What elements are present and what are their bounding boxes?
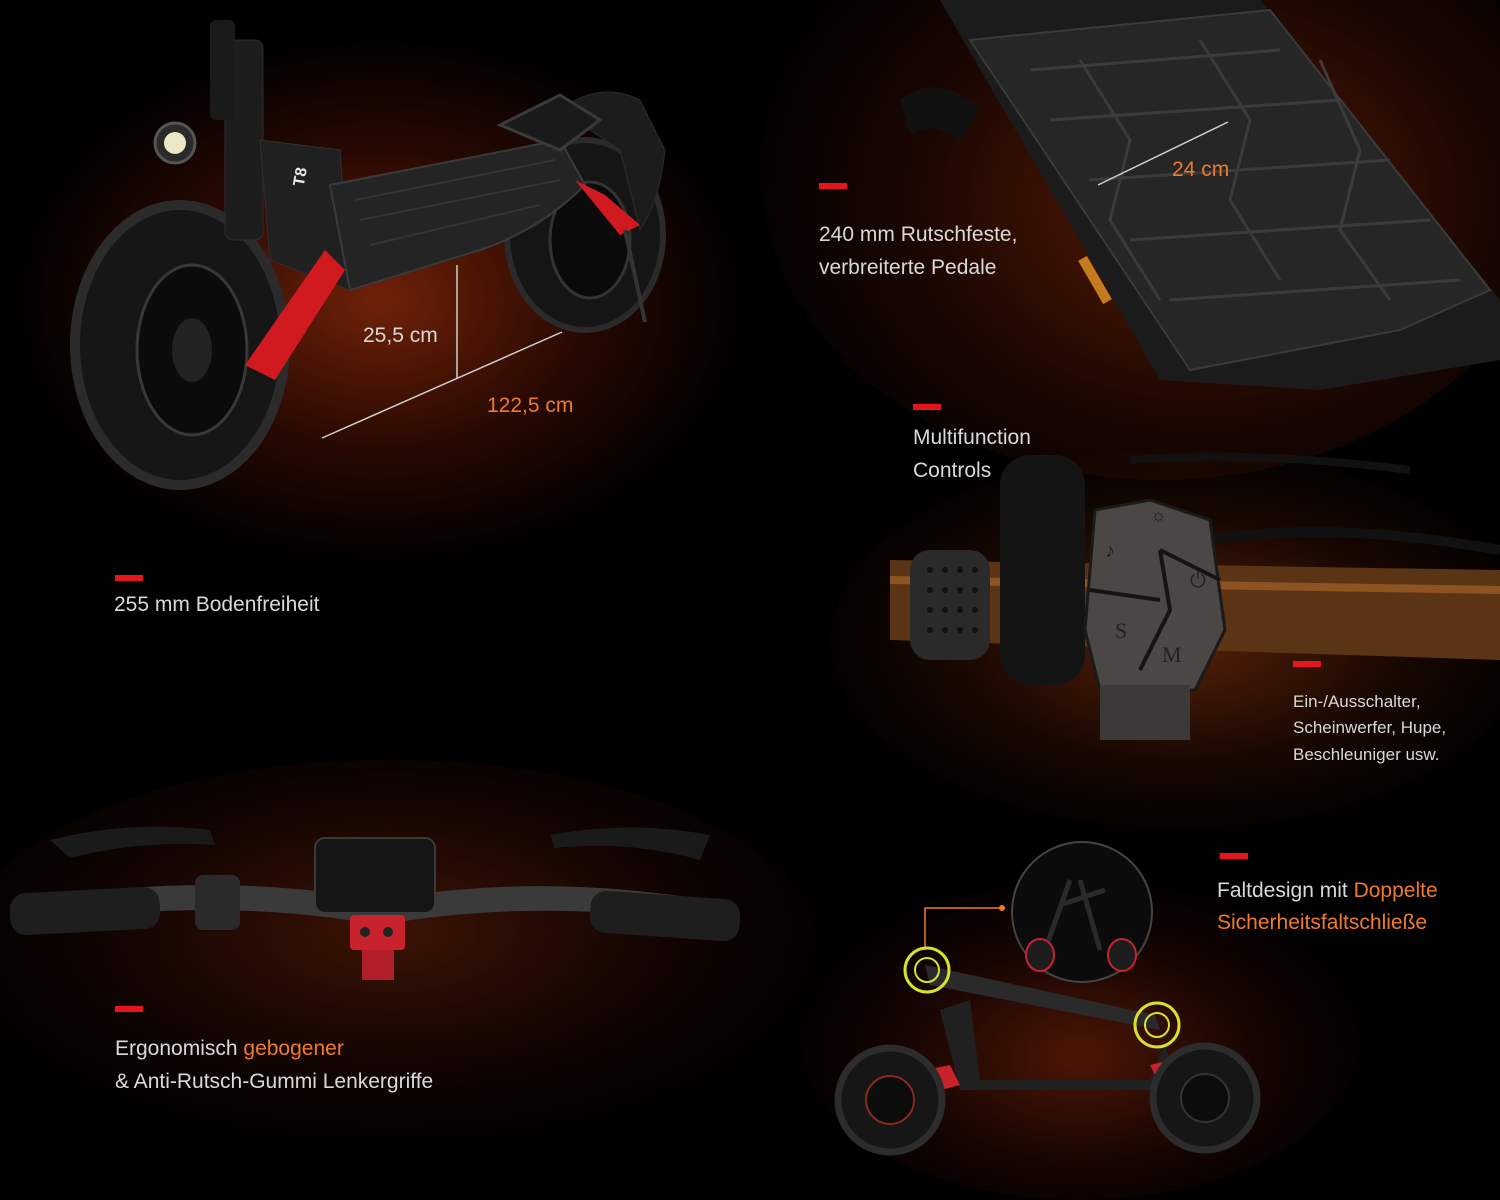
accent-bar-folding	[1220, 853, 1248, 859]
handlebar-text-line1: Ergonomisch gebogener	[115, 1032, 344, 1065]
folding-text-highlight: Doppelte	[1353, 879, 1438, 902]
scooter-image	[70, 20, 666, 490]
scooter-brand-mark: T8	[290, 166, 311, 188]
length-label: 122,5 cm	[487, 394, 574, 417]
ground-clearance-text: 255 mm Bodenfreiheit	[114, 593, 320, 616]
folded-scooter-image	[834, 841, 1261, 1156]
accent-bar-controls	[913, 404, 941, 410]
s-mode-icon[interactable]: S	[1115, 618, 1128, 643]
controls-text-line2: Controls	[913, 459, 992, 482]
light-icon[interactable]: ☼	[1150, 505, 1167, 525]
horn-icon[interactable]: ♪	[1105, 540, 1115, 562]
deck-closeup-image	[900, 0, 1500, 390]
folding-text-line1: Faltdesign mit Doppelte	[1217, 874, 1438, 907]
handlebar-image	[9, 826, 741, 980]
accent-bar-clearance	[115, 575, 143, 581]
accent-bar-pedal	[819, 183, 847, 189]
front-wheel	[70, 200, 290, 490]
controls-text-line1: Multifunction	[913, 426, 1031, 449]
power-icon[interactable]: ⏻	[1190, 570, 1206, 592]
folding-text-part1: Faltdesign mit	[1217, 879, 1354, 902]
m-mode-icon[interactable]: M	[1162, 642, 1182, 667]
switches-text-line2: Scheinwerfer, Hupe,	[1293, 718, 1447, 737]
height-label: 25,5 cm	[363, 324, 438, 347]
folding-latch-bottom	[1133, 1001, 1181, 1049]
accent-bar-switches	[1293, 661, 1321, 667]
dashboard-display	[314, 837, 436, 914]
folding-text-line2: Sicherheitsfaltschließe	[1217, 911, 1428, 934]
handlebar-text-highlight: gebogener	[243, 1037, 344, 1060]
controls-image	[889, 452, 1500, 740]
deck-width-dimension-line	[1097, 121, 1229, 186]
pedal-text-line1: 240 mm Rutschfeste,	[819, 223, 1018, 246]
height-dimension-line	[321, 265, 563, 439]
switches-text-line1: Ein-/Ausschalter,	[1293, 692, 1421, 711]
folding-latch-top	[903, 946, 951, 994]
handlebar-text-line2: & Anti-Rutsch-Gummi Lenkergriffe	[115, 1070, 434, 1093]
handlebar-text-part1: Ergonomisch	[115, 1037, 244, 1060]
switches-text-line3: Beschleuniger usw.	[1293, 745, 1440, 764]
accent-bar-handlebar	[115, 1006, 143, 1012]
deck-width-label: 24 cm	[1172, 158, 1230, 181]
pedal-text-line2: verbreiterte Pedale	[819, 256, 997, 279]
